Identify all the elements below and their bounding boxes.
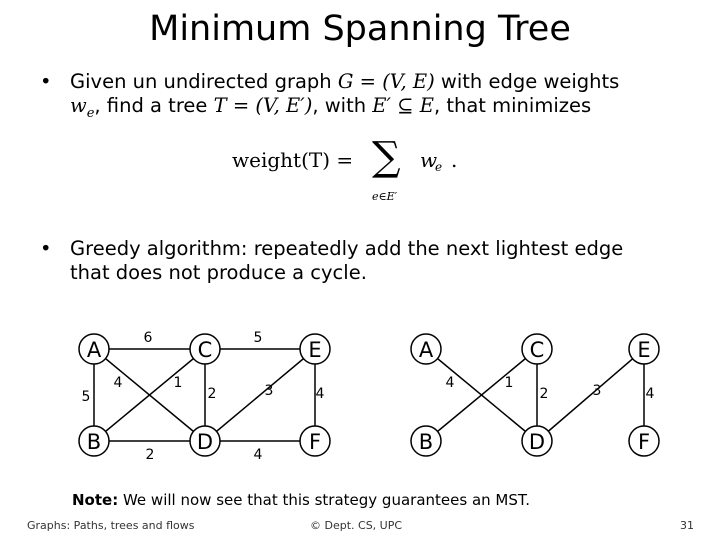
slide-title: Minimum Spanning Tree	[149, 9, 571, 49]
bullet-1-with: , with	[312, 94, 367, 117]
graph-expression: G = (V, E)	[337, 70, 435, 93]
formula-term: w	[420, 148, 438, 172]
left-node-d: D	[197, 430, 213, 454]
footer-dept: © Dept. CS, UPC	[310, 519, 403, 532]
node-circle-d	[189, 425, 221, 457]
node-circle-c	[189, 333, 221, 365]
sum-index: e∈E′	[372, 190, 398, 203]
node-circle-a	[78, 333, 110, 365]
right-node-a: A	[419, 338, 434, 362]
mst-node-circle-e	[628, 333, 660, 365]
right-weight-de: 3	[593, 383, 602, 399]
formula-period: .	[451, 148, 458, 172]
bullet-1-line1-tail: with edge weights	[440, 70, 620, 93]
right-node-d: D	[529, 430, 545, 454]
left-weight-ce: 5	[254, 330, 263, 346]
bullet-1-text: Given un undirected graph G = (V, E) wit…	[70, 70, 619, 126]
mst-node-circle-f	[628, 425, 660, 457]
sum-symbol: ∑	[372, 134, 401, 180]
node-circle-f	[299, 425, 331, 457]
mst-node-circle-d	[521, 425, 553, 457]
mst-node-circle-b	[410, 425, 442, 457]
left-weight-bc: 1	[174, 375, 183, 391]
left-weight-ef: 4	[316, 386, 325, 402]
left-weight-de: 3	[265, 383, 274, 399]
note-text: Note: We will now see that this strategy…	[72, 491, 530, 509]
mst-edge-bc	[425, 348, 538, 442]
left-weight-ac: 6	[144, 330, 153, 346]
node-circle-e	[299, 333, 331, 365]
left-node-a: A	[87, 338, 102, 362]
bullet-1-line1: Given un undirected graph	[70, 70, 332, 93]
formula-lhs: weight(T) =	[232, 148, 354, 172]
right-node-c: C	[530, 338, 545, 362]
page-number: 31	[680, 519, 694, 532]
bullet-dot: •	[40, 237, 52, 260]
right-node-e: E	[637, 338, 650, 362]
bullet-2-text: Greedy algorithm: repeatedly add the nex…	[70, 237, 623, 285]
left-node-b: B	[87, 430, 101, 454]
bullet-2-line2: that does not produce a cycle.	[70, 261, 367, 284]
note-label: Note:	[72, 491, 119, 509]
weight-formula: weight(T) = ∑ w e . e∈E′	[232, 134, 472, 210]
note-body: We will now see that this strategy guara…	[122, 491, 531, 509]
right-weight-bc: 1	[505, 375, 514, 391]
bullet-1: • Given un undirected graph G = (V, E) w…	[40, 70, 680, 121]
mst-edge-de	[536, 348, 645, 442]
mst-node-circle-a	[410, 333, 442, 365]
right-weight-ad: 4	[446, 375, 455, 391]
left-node-e: E	[308, 338, 321, 362]
left-node-c: C	[198, 338, 213, 362]
right-node-b: B	[419, 430, 433, 454]
left-weight-cd: 2	[208, 386, 217, 402]
left-weight-bd: 2	[146, 447, 155, 463]
weight-symbol: w	[70, 94, 87, 117]
right-weight-ef: 4	[646, 386, 655, 402]
right-node-f: F	[638, 430, 650, 454]
bullet-1-line2-mid: , find a tree	[94, 94, 208, 117]
edge-de	[204, 348, 316, 442]
left-weight-df: 4	[254, 447, 263, 463]
weight-subscript: e	[86, 105, 95, 121]
bullet-dot: •	[40, 70, 52, 93]
subset-expression: E′ ⊆ E	[372, 94, 434, 117]
tree-expression: T = (V, E′)	[213, 94, 313, 117]
left-weight-ad: 4	[114, 375, 123, 391]
footer-course: Graphs: Paths, trees and flows	[27, 519, 195, 532]
left-node-f: F	[309, 430, 321, 454]
right-weight-cd: 2	[540, 386, 549, 402]
formula-term-subscript: e	[435, 160, 443, 174]
edge-bc	[93, 348, 206, 442]
bullet-1-line2-tail: , that minimizes	[433, 94, 592, 117]
bullet-2: • Greedy algorithm: repeatedly add the n…	[40, 237, 680, 287]
node-circle-b	[78, 425, 110, 457]
bullet-2-line1: Greedy algorithm: repeatedly add the nex…	[70, 237, 624, 260]
mst-node-circle-c	[521, 333, 553, 365]
left-weight-ab: 5	[82, 389, 91, 405]
